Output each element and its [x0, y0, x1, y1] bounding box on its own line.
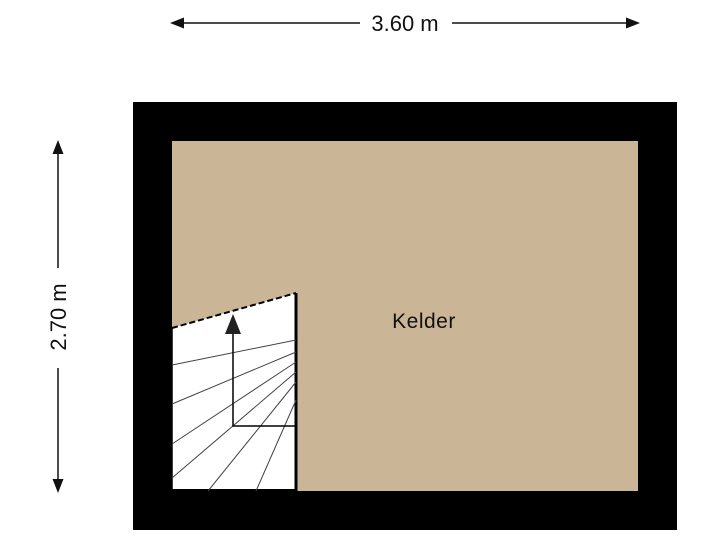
height-label: 2.70 m: [46, 283, 71, 350]
height-dimension: 2.70 m: [46, 140, 71, 493]
room-name: Kelder: [392, 310, 456, 333]
stair-walkline: [232, 330, 296, 427]
stair-treads: [171, 339, 297, 492]
width-label: 3.60 m: [371, 11, 438, 36]
stair-direction-arrow-icon: [225, 314, 241, 334]
staircase: [171, 292, 298, 492]
arrow-down-icon: [52, 479, 64, 493]
arrow-up-icon: [52, 140, 64, 154]
stair-area: [172, 293, 296, 491]
stair-top-edge: [171, 292, 297, 329]
width-dimension: 3.60 m: [170, 11, 640, 36]
arrow-right-icon: [626, 17, 640, 29]
arrow-left-icon: [170, 17, 184, 29]
